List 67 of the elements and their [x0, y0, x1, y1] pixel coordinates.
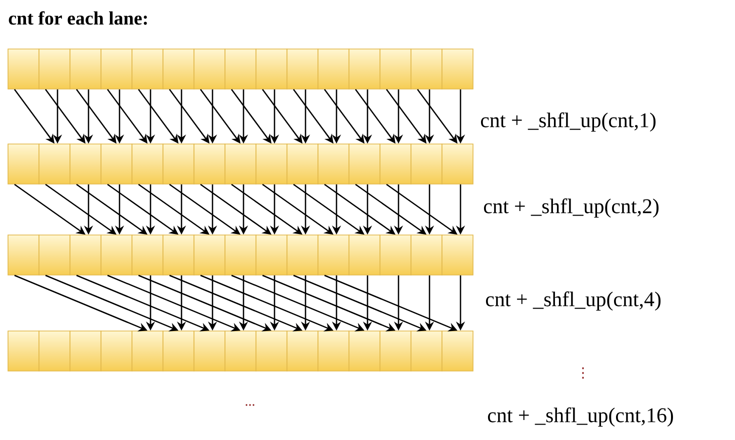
lane-cell: [348, 48, 380, 90]
lane-cell: [256, 330, 288, 372]
lane-cell: [8, 330, 40, 372]
lane-cell: [286, 234, 318, 276]
formula-label: cnt + _shfl_up(cnt,2): [484, 198, 659, 218]
lane-cell: [442, 330, 474, 372]
title: cnt for each lane:: [8, 11, 147, 25]
lane-cell: [224, 144, 256, 184]
lane-cell: [100, 330, 132, 372]
lane-cell: [380, 330, 412, 372]
lane-cell: [286, 330, 318, 372]
lane-cell: [224, 234, 256, 276]
lane-cell: [410, 144, 442, 184]
formula-label: cnt + _shfl_up(cnt,16): [488, 407, 673, 427]
lane-cell: [132, 144, 164, 184]
lane-cell: [194, 48, 226, 90]
lane-cell: [348, 234, 380, 276]
lane-cell: [8, 234, 40, 276]
lane-cell: [194, 234, 226, 276]
lane-cell: [100, 144, 132, 184]
lane-cell: [194, 144, 226, 184]
lane-cell: [318, 48, 350, 90]
lane-cell: [256, 234, 288, 276]
lane-cell: [8, 48, 40, 90]
lane-cell: [442, 48, 474, 90]
lane-cell: [132, 234, 164, 276]
lane-cell: [318, 330, 350, 372]
lane-cell: [38, 48, 70, 90]
lane-cell: [70, 330, 102, 372]
lane-cell: [162, 234, 194, 276]
lane-cell: [132, 330, 164, 372]
lane-cell: [380, 234, 412, 276]
lane-cell: [442, 234, 474, 276]
lane-cell: [132, 48, 164, 90]
lane-cell: [410, 330, 442, 372]
lane-cell: [410, 48, 442, 90]
lane-cell: [38, 144, 70, 184]
lane-cell: [380, 144, 412, 184]
lane-cell: [256, 48, 288, 90]
formula-label: cnt + _shfl_up(cnt,1): [481, 112, 656, 132]
lane-cell: [256, 144, 288, 184]
lane-cell: [318, 144, 350, 184]
lane-cell: [224, 330, 256, 372]
lane-cell: [194, 330, 226, 372]
lane-cell: [162, 144, 194, 184]
lane-cell: [38, 234, 70, 276]
lane-cell: [348, 330, 380, 372]
lane-cell: [442, 144, 474, 184]
lane-cell: [286, 144, 318, 184]
lane-cell: [70, 48, 102, 90]
lane-cell: [162, 48, 194, 90]
lane-cell: [100, 48, 132, 90]
lane-cell: [100, 234, 132, 276]
lane-cell: [286, 48, 318, 90]
lane-cell: [8, 144, 40, 184]
lane-cell: [318, 234, 350, 276]
lane-cell: [380, 48, 412, 90]
ellipsis: ...: [246, 404, 254, 406]
lane-cell: [410, 234, 442, 276]
lane-cell: [348, 144, 380, 184]
lane-cell: [70, 234, 102, 276]
lane-cell: [70, 144, 102, 184]
lane-cell: [224, 48, 256, 90]
lane-cell: [162, 330, 194, 372]
formula-label: cnt + _shfl_up(cnt,4): [486, 291, 661, 311]
lane-cell: [38, 330, 70, 372]
vertical-ellipsis: ⋮: [582, 367, 584, 379]
